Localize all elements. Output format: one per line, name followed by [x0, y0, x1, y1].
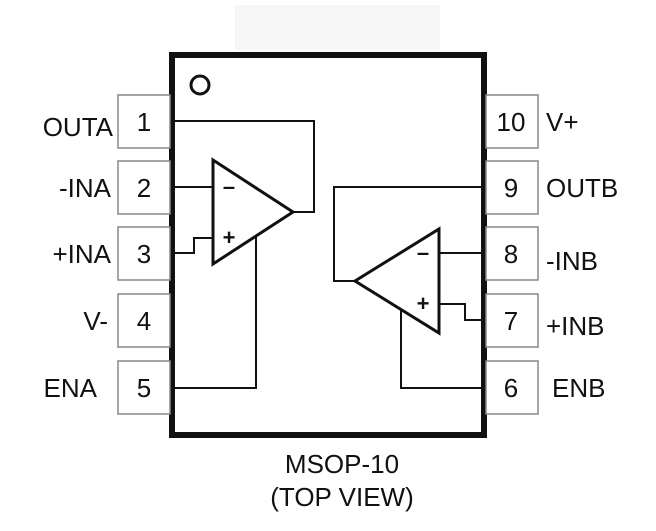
pin1-marker [189, 74, 211, 96]
background-strip [235, 5, 440, 50]
package-name: MSOP-10 [285, 449, 399, 479]
pin-number-8: 8 [504, 239, 518, 269]
pin-number-3: 3 [137, 239, 151, 269]
opamp-b-minus: – [417, 240, 429, 265]
opamp-b-plus: + [417, 291, 430, 316]
pin-box-1 [117, 94, 171, 149]
left-pins [117, 94, 171, 415]
pin-name-4: V- [83, 306, 108, 336]
pin-number-9: 9 [504, 173, 518, 203]
wire-outb [333, 186, 484, 282]
package-view: (TOP VIEW) [270, 482, 414, 512]
pin-name-1: OUTA [43, 112, 114, 142]
wiring [172, 120, 484, 389]
wire-ina-pos [172, 237, 213, 254]
opamp-a-plus: + [223, 225, 236, 250]
wire-outa [172, 120, 315, 213]
wire-ena [172, 236, 257, 389]
pin-box-5 [117, 360, 171, 415]
pin-box-10 [485, 94, 539, 149]
pin-name-8: -INB [546, 246, 598, 276]
opamp-a-triangle [211, 157, 296, 267]
pin-name-2: -INA [59, 173, 112, 203]
opamp-b-triangle [352, 226, 441, 336]
pin-name-10: V+ [546, 107, 579, 137]
pin-box-8 [485, 226, 539, 281]
pin-number-2: 2 [137, 173, 151, 203]
pin-box-6 [485, 360, 539, 415]
pin-number-5: 5 [137, 373, 151, 403]
pin-number-10: 10 [497, 107, 526, 137]
pin-name-6: ENB [552, 373, 605, 403]
wire-inb-pos [439, 303, 484, 321]
pin-name-3: +INA [52, 239, 111, 269]
pin-box-3 [117, 226, 171, 281]
pin-box-7 [485, 293, 539, 348]
wire-enb [400, 309, 484, 389]
package-body [169, 52, 487, 438]
pin-box-4 [117, 293, 171, 348]
pin-number-6: 6 [504, 373, 518, 403]
pin-number-1: 1 [137, 107, 151, 137]
pin-name-5: ENA [44, 373, 98, 403]
pin-number-7: 7 [504, 306, 518, 336]
pin-name-7: +INB [546, 311, 605, 341]
pin-number-4: 4 [137, 306, 151, 336]
pin-name-9: OUTB [546, 173, 618, 203]
pin-box-2 [117, 160, 171, 215]
pin-box-9 [485, 160, 539, 215]
opamp-a-minus: – [223, 174, 235, 199]
right-pins [485, 94, 539, 415]
